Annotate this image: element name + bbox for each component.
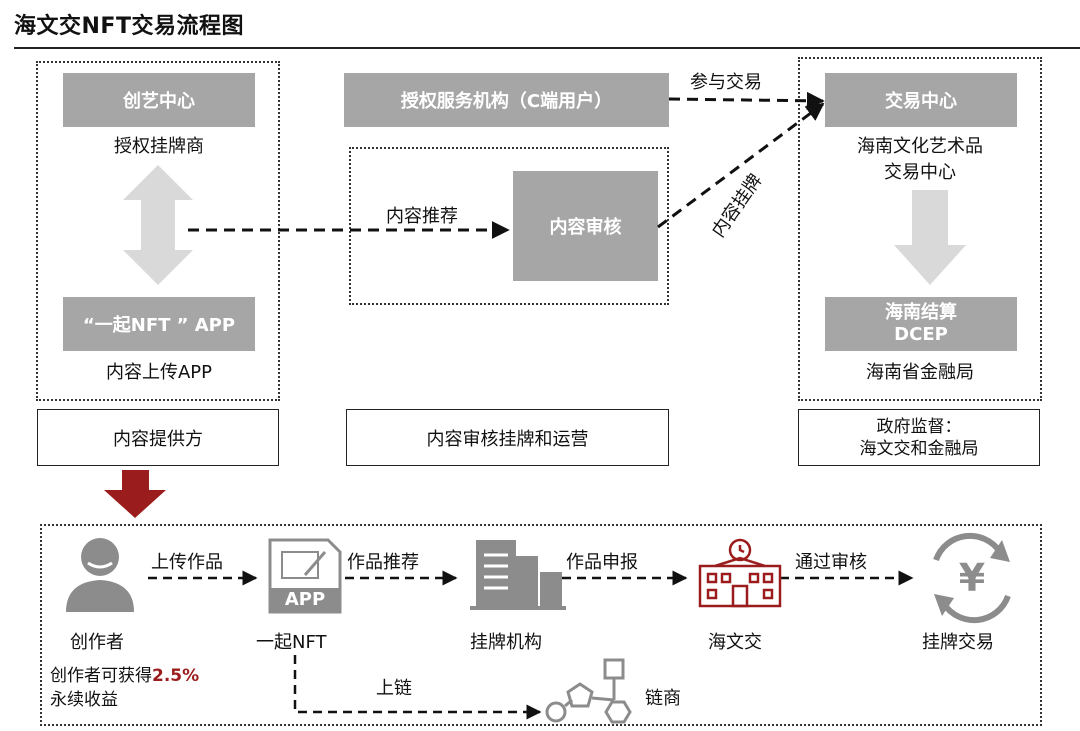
edge-label-recommend: 作品推荐	[347, 552, 419, 573]
trading-center-box: 交易中心	[825, 73, 1017, 127]
participate-arrow	[668, 91, 825, 110]
edge-label-approve: 通过审核	[795, 552, 867, 573]
settlement-down-arrow	[894, 190, 966, 285]
content-review-box: 内容审核	[513, 171, 658, 281]
creator-note: 创作者可获得2.5% 永续收益	[50, 666, 200, 710]
provider-double-arrow	[123, 165, 193, 285]
service-agency-box: 授权服务机构（C端用户）	[344, 73, 669, 127]
flow-container	[40, 524, 1042, 726]
edge-label-upload: 上传作品	[151, 552, 223, 573]
provider-footer: 内容提供方	[37, 409, 279, 466]
node-label-exchange: 海文交	[708, 632, 762, 653]
exchange-container	[798, 57, 1042, 401]
review-container	[349, 147, 669, 305]
review-footer: 内容审核挂牌和运营	[346, 409, 669, 466]
supervision-footer: 政府监督： 海文交和金融局	[798, 409, 1040, 466]
app-document-icon	[268, 538, 342, 614]
creative-center-box: 创艺中心	[63, 73, 255, 127]
node-label-app: 一起NFT	[256, 632, 327, 653]
finance-bureau-caption: 海南省金融局	[866, 362, 974, 383]
royalty-percentage: 2.5%	[152, 666, 200, 686]
participate-label: 参与交易	[690, 72, 762, 93]
edge-label-declare: 作品申报	[566, 552, 638, 573]
yuan-symbol: ¥	[958, 556, 986, 600]
recommend-label: 内容推荐	[386, 206, 458, 227]
app-box: “一起NFT ” APP	[63, 297, 255, 351]
provider-down-arrow	[104, 470, 166, 518]
app-badge-text: APP	[284, 589, 326, 610]
creator-icon	[66, 538, 134, 612]
listing-agency-icon	[470, 540, 566, 610]
title-divider	[14, 47, 1080, 49]
chain-label: 上链	[376, 678, 412, 699]
chain-arrow	[293, 655, 542, 720]
node-label-trading: 挂牌交易	[922, 632, 994, 653]
settlement-box: 海南结算 DCEP	[825, 297, 1017, 351]
hainan-art-exchange-caption: 海南文化艺术品 交易中心	[857, 136, 983, 183]
node-label-creator: 创作者	[70, 632, 124, 653]
node-label-agency: 挂牌机构	[470, 632, 542, 653]
upload-app-caption: 内容上传APP	[105, 362, 213, 383]
chain-nodes-icon	[545, 658, 632, 724]
chain-node-label: 链商	[645, 688, 681, 709]
yuan-exchange-icon	[933, 532, 1011, 624]
page-title: 海文交NFT交易流程图	[14, 14, 244, 39]
authorized-lister-caption: 授权挂牌商	[114, 136, 204, 157]
exchange-building-icon	[698, 538, 782, 608]
listing-arrow	[657, 102, 825, 229]
